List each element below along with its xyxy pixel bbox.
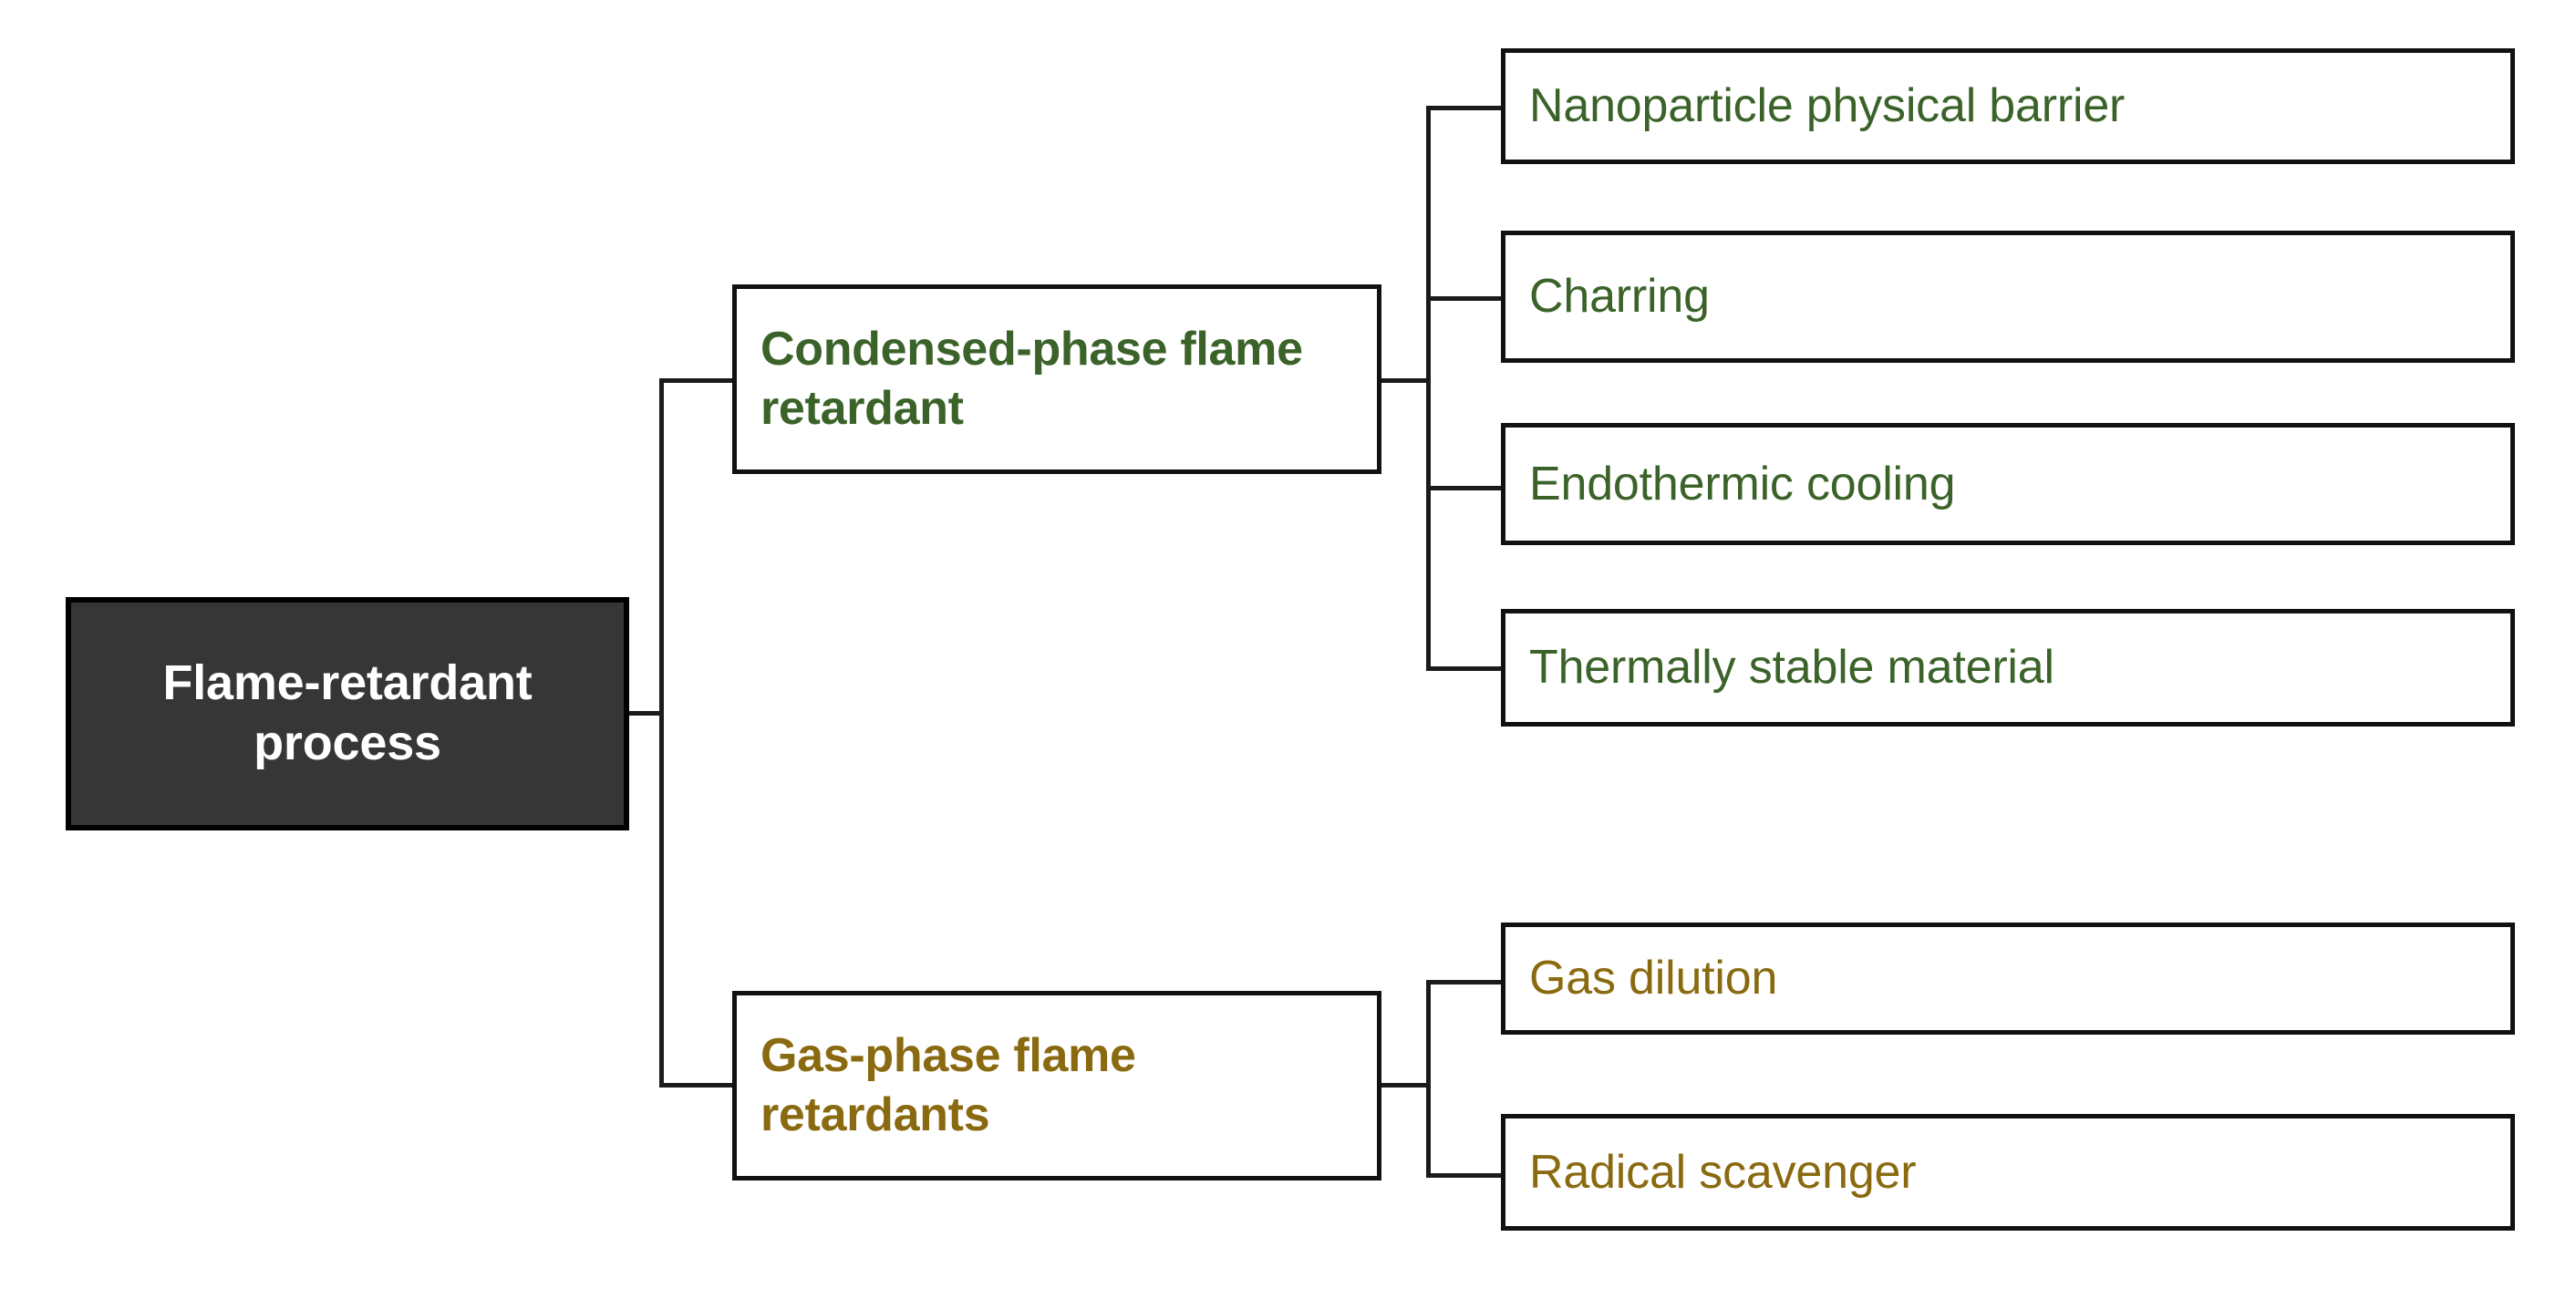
connector-condensed-stub (1380, 378, 1431, 383)
node-root-flame-retardant-process[interactable]: Flame-retardant process (66, 597, 629, 830)
node-leaf-label: Radical scavenger (1529, 1145, 1917, 1199)
connector-root-trunk (659, 378, 664, 1088)
node-leaf-label: Charring (1529, 270, 1710, 324)
node-condensed-phase-flame-retardant[interactable]: Condensed-phase flame retardant (732, 284, 1381, 474)
connector-condensed-trunk (1426, 106, 1431, 671)
connector-root-stub (627, 711, 664, 716)
node-condensed-phase-label: Condensed-phase flame retardant (760, 323, 1303, 435)
node-leaf-radical-scavenger[interactable]: Radical scavenger (1501, 1114, 2515, 1231)
connector-condensed-to-leaf-3 (1426, 486, 1505, 490)
node-leaf-nanoparticle-physical-barrier[interactable]: Nanoparticle physical barrier (1501, 48, 2515, 164)
connector-root-to-gas (659, 1083, 736, 1088)
node-leaf-label: Nanoparticle physical barrier (1529, 79, 2126, 133)
node-leaf-charring[interactable]: Charring (1501, 231, 2515, 363)
connector-gas-to-leaf-2 (1426, 1173, 1505, 1178)
node-gas-phase-label: Gas-phase flame retardants (760, 1029, 1136, 1141)
node-leaf-label: Gas dilution (1529, 952, 1778, 1005)
node-root-label: Flame-retardant process (162, 655, 533, 770)
connector-gas-to-leaf-1 (1426, 980, 1505, 985)
node-leaf-thermally-stable-material[interactable]: Thermally stable material (1501, 609, 2515, 727)
node-gas-phase-flame-retardants[interactable]: Gas-phase flame retardants (732, 991, 1381, 1180)
node-leaf-label: Endothermic cooling (1529, 457, 1956, 510)
node-leaf-label: Thermally stable material (1529, 641, 2054, 695)
connector-gas-stub (1380, 1083, 1431, 1088)
connector-gas-trunk (1426, 980, 1431, 1178)
node-leaf-endothermic-cooling[interactable]: Endothermic cooling (1501, 423, 2515, 545)
node-leaf-gas-dilution[interactable]: Gas dilution (1501, 923, 2515, 1035)
connector-condensed-to-leaf-2 (1426, 296, 1505, 301)
connector-condensed-to-leaf-4 (1426, 666, 1505, 671)
connector-condensed-to-leaf-1 (1426, 106, 1505, 110)
connector-root-to-condensed (659, 378, 736, 383)
